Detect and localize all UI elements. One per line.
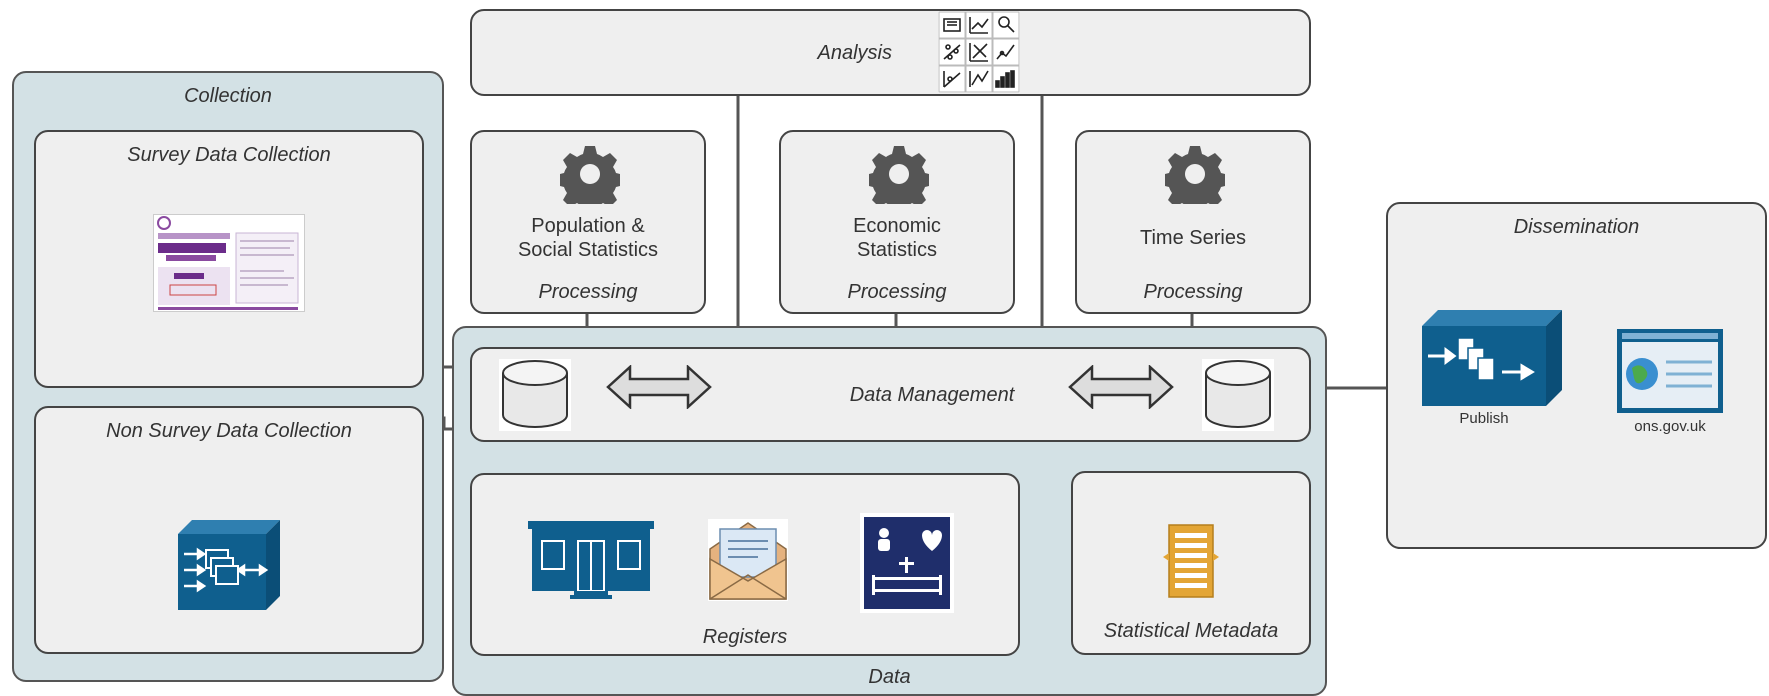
survey-website-icon — [153, 214, 305, 312]
collection-title: Collection — [184, 85, 272, 107]
bidirectional-arrow-icon — [1068, 364, 1174, 410]
birth-marriage-death-icon — [860, 513, 954, 613]
gear-icon — [556, 144, 624, 214]
processing-label: Processing — [847, 281, 947, 303]
bidirectional-arrow-icon — [606, 364, 712, 410]
analysis-box: Analysis — [470, 9, 1311, 96]
processing-name-line1: Economic — [853, 215, 941, 237]
database-icon — [499, 359, 571, 431]
database-icon — [1202, 359, 1274, 431]
publish-icon — [1422, 310, 1564, 406]
registers-box: Registers — [470, 473, 1020, 656]
data-management-box: Data Management — [470, 347, 1311, 442]
building-icon — [528, 521, 654, 599]
non-survey-data-collection-title: Non Survey Data Collection — [106, 420, 352, 442]
processing-box-population-social: Population & Social Statistics Processin… — [470, 130, 706, 314]
analysis-tools-icon-grid — [938, 11, 1020, 93]
processing-label: Processing — [1143, 281, 1243, 303]
dissemination-box: Dissemination Publish ons.gov.uk — [1386, 202, 1767, 549]
gear-icon — [865, 144, 933, 214]
processing-name-line1: Population & — [531, 215, 645, 237]
site-label: ons.gov.uk — [1634, 418, 1706, 435]
registers-title: Registers — [702, 626, 788, 648]
analysis-title: Analysis — [817, 42, 892, 64]
processing-label: Processing — [538, 281, 638, 303]
data-transfer-icon — [178, 520, 282, 610]
statistical-metadata-title: Statistical Metadata — [1103, 620, 1279, 642]
gear-icon — [1161, 144, 1229, 214]
non-survey-data-collection-box: Non Survey Data Collection — [34, 406, 424, 654]
processing-name-line2: Social Statistics — [517, 239, 659, 261]
website-icon — [1616, 328, 1724, 414]
processing-name-line1: Time Series — [1140, 227, 1246, 249]
data-title: Data — [868, 666, 911, 688]
processing-name-line2: Statistics — [856, 239, 938, 261]
processing-box-time-series: Time Series Processing — [1075, 130, 1311, 314]
letter-envelope-icon — [708, 519, 788, 601]
publish-label: Publish — [1459, 410, 1509, 427]
survey-data-collection-title: Survey Data Collection — [127, 144, 331, 166]
metadata-register-icon — [1161, 523, 1221, 599]
survey-data-collection-box: Survey Data Collection — [34, 130, 424, 388]
dissemination-title: Dissemination — [1513, 216, 1640, 238]
statistical-metadata-box: Statistical Metadata — [1071, 471, 1311, 655]
data-management-title: Data Management — [849, 384, 1015, 406]
processing-box-economic: Economic Statistics Processing — [779, 130, 1015, 314]
